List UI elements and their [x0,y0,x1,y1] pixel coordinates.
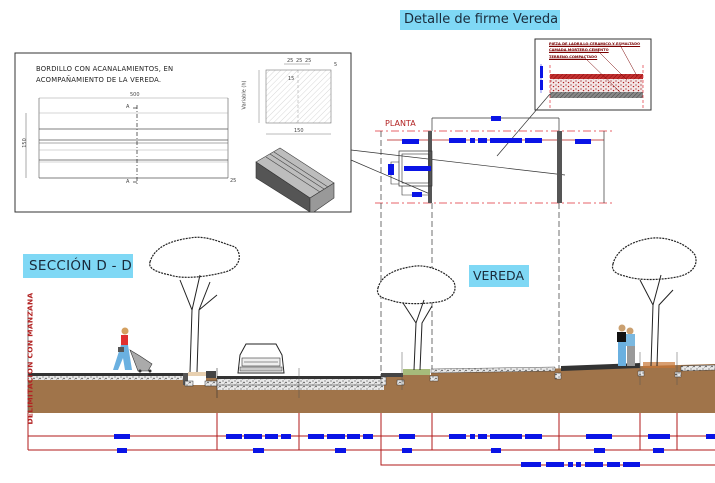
vereda-label: VEREDA [469,265,529,287]
firme-layer-1: PIEZA DE LADRILLO CERAMICO Y ESMALTADO [549,42,641,46]
leader-line [350,159,431,195]
detalle-firme-title: Detalle de firme Vereda [400,10,560,30]
tree-icon [376,265,456,371]
car-icon [237,343,285,374]
dimension-lines [27,413,715,467]
firme-layer-3: TERRENO COMPACTADO [549,55,598,59]
firme-detail-frame [534,38,652,111]
bordillo-plan-view [25,97,229,186]
section-marker-top: A [126,104,130,110]
dim-height: 150 [21,138,28,148]
firme-layer-2: CAMADA MORTERO CEMENTO [549,48,609,52]
dim-length: 500 [130,92,140,98]
bordillo-detail-frame [14,52,352,213]
leader-line [496,93,551,157]
planta-plan-view [375,116,615,460]
dim-depth: 25 [230,178,237,184]
leader-line [350,149,566,176]
bordillo-note-line2: ACOMPAÑAMIENTO DE LA VEREDA. [36,76,162,84]
soil-layer [28,364,715,413]
planta-label: PLANTA [385,119,416,128]
pedestrian-with-stroller-icon [113,327,153,373]
bordillo-isometric-block [255,147,335,213]
groove-dim-2: 25 [296,58,303,64]
bordillo-note-line1: BORDILLO CON ACANALAMIENTOS, EN [36,65,174,73]
groove-dim-3: 25 [305,58,312,64]
section-d-d [27,310,715,413]
tree-icon [611,237,697,367]
groove-depth: 15 [288,76,295,82]
section-height: Variable (h) [241,80,248,110]
seccion-title: SECCIÓN D - D [23,254,133,278]
groove-dim-1: 25 [287,58,294,64]
couple-icon [617,324,635,366]
top-offset: 5 [334,62,338,68]
boundary-label: DELIMITACION CON MANZANA [25,292,35,425]
tree-icon [149,236,240,373]
bordillo-section-view [258,63,332,135]
section-width: 150 [294,128,304,134]
section-marker-bottom: A [126,179,130,185]
bordillo-note: BORDILLO CON ACANALAMIENTOS, EN ACOMPAÑA… [36,64,173,86]
